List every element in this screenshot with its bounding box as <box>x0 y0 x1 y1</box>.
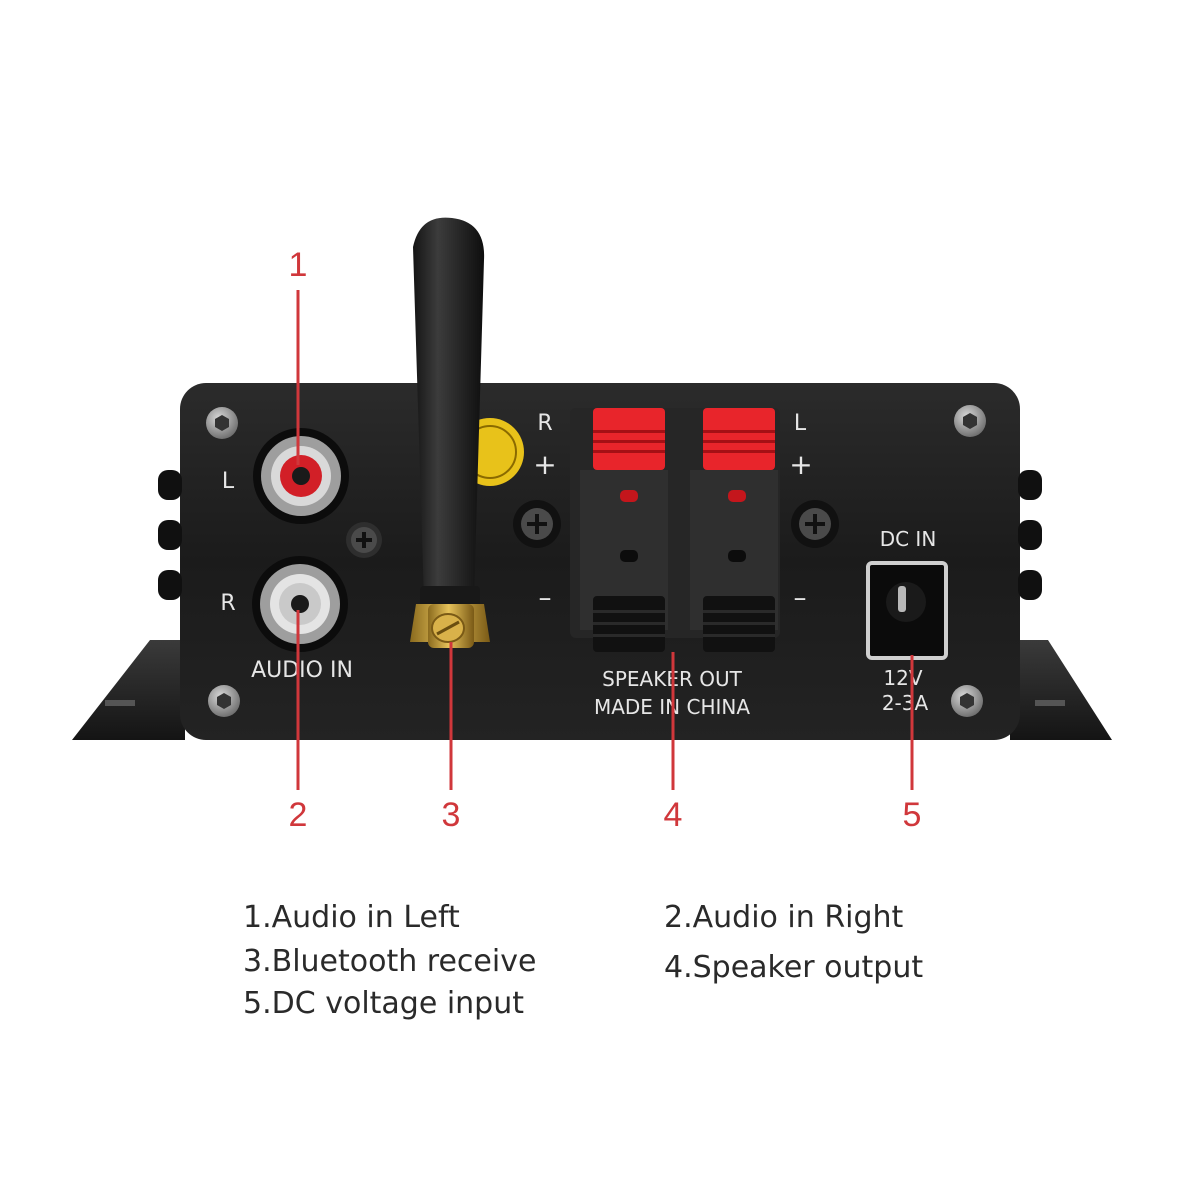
mounting-flange-right <box>1010 640 1112 740</box>
label-plus-left: + <box>789 448 812 481</box>
label-speaker-right: R <box>537 411 552 436</box>
speaker-clip-right-positive <box>593 408 665 502</box>
label-minus-left: – <box>794 583 807 613</box>
dc-power-jack <box>866 561 948 660</box>
terminal-screw-left <box>513 500 561 548</box>
callout-number-2: 2 <box>289 796 308 834</box>
callout-number-4: 4 <box>664 796 683 834</box>
label-dc-in: DC IN <box>880 527 937 551</box>
callout-number-3: 3 <box>442 796 461 834</box>
speaker-clip-left-negative <box>703 550 775 652</box>
legend-item-5: 5.DC voltage input <box>243 986 525 1021</box>
terminal-screw-right <box>791 500 839 548</box>
label-left-channel: L <box>222 469 235 494</box>
legend-item-2: 2.Audio in Right <box>664 900 904 935</box>
label-plus-right: + <box>533 448 556 481</box>
legend-item-4: 4.Speaker output <box>664 950 924 985</box>
label-audio-in: AUDIO IN <box>251 658 353 683</box>
panel-screw-bottom-right <box>951 685 983 717</box>
legend-item-1: 1.Audio in Left <box>243 900 460 935</box>
mounting-flange-left <box>72 640 185 740</box>
label-minus-right: – <box>539 583 552 613</box>
panel-screw-top-right <box>954 405 986 437</box>
label-voltage: 12V <box>883 666 922 690</box>
side-ridges <box>158 470 1042 600</box>
speaker-clip-left-positive <box>703 408 775 502</box>
callout-lines <box>296 290 914 790</box>
bluetooth-antenna <box>410 217 490 648</box>
rca-jack-right <box>252 556 348 652</box>
panel-screw-bottom-left <box>208 685 240 717</box>
phillips-screw-rca <box>346 522 382 558</box>
rca-jack-left <box>253 428 349 524</box>
label-right-channel: R <box>220 591 235 616</box>
callout-number-1: 1 <box>289 246 308 284</box>
legend-item-3: 3.Bluetooth receive <box>243 944 537 979</box>
label-current: 2-3A <box>882 691 929 715</box>
label-speaker-left: L <box>794 411 807 436</box>
callout-number-5: 5 <box>903 796 922 834</box>
panel-screw-top-left <box>206 407 238 439</box>
speaker-clip-right-negative <box>593 550 665 652</box>
